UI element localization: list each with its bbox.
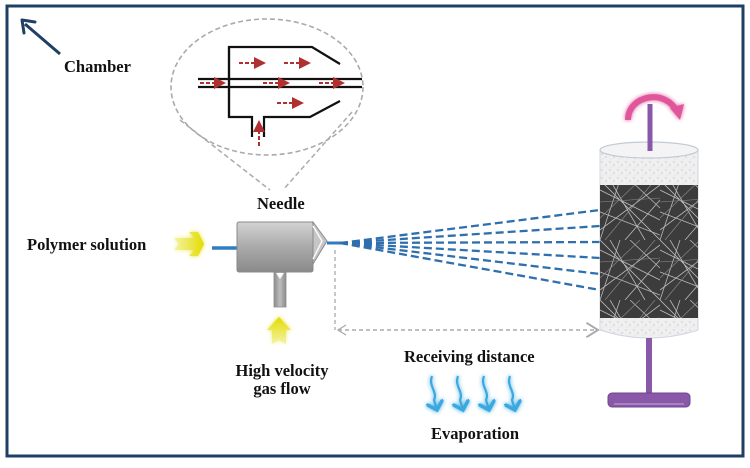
- rotation-arrow-icon: [625, 94, 684, 121]
- inset-leader-left: [179, 119, 271, 191]
- gas-inlet-tube: [273, 271, 287, 308]
- receiving-distance-dimension: [334, 250, 598, 335]
- inset-leader-right: [282, 111, 353, 191]
- fiber-jet: [339, 208, 601, 245]
- evaporation-arrow-icon: [483, 375, 489, 410]
- polymer-solution-label: Polymer solution: [27, 235, 147, 254]
- gas-flow-label-line1: High velocity: [235, 361, 329, 380]
- evaporation-arrow-icon: [431, 375, 437, 410]
- fiber-jet: [339, 241, 601, 292]
- evaporation-arrow-icon: [457, 375, 463, 410]
- evaporation-label: Evaporation: [431, 424, 520, 443]
- inset-flow-arrows: [200, 57, 345, 146]
- evaporation-arrow-icon: [509, 375, 515, 410]
- fiber-jet: [339, 241, 601, 276]
- needle-icon: [236, 220, 328, 308]
- chamber-frame: [5, 4, 745, 458]
- fiber-jet: [339, 241, 601, 260]
- inset-body-bottom: [227, 100, 341, 137]
- gas-flow-label-line2: gas flow: [253, 379, 311, 399]
- evaporation-arrows: [431, 375, 515, 410]
- chamber-label: Chamber: [64, 57, 131, 76]
- gas-inlet-arrow-icon: [267, 317, 291, 344]
- gas-flow-label: High velocity gas flow: [220, 361, 344, 399]
- collector-base: [607, 392, 691, 408]
- fiber-jet: [339, 224, 601, 245]
- fiber-jets: [327, 208, 601, 292]
- collected-fiber-mat: [600, 185, 698, 318]
- receiving-distance-label: Receiving distance: [404, 347, 535, 366]
- polymer-inlet-arrow-icon: [174, 232, 204, 256]
- needle-inset: [170, 18, 364, 191]
- collector: [599, 94, 699, 408]
- fiber-jet: [339, 240, 601, 245]
- chamber-pointer-arrow-icon: [20, 18, 61, 56]
- inset-ellipse: [170, 18, 364, 156]
- needle-label: Needle: [257, 194, 305, 213]
